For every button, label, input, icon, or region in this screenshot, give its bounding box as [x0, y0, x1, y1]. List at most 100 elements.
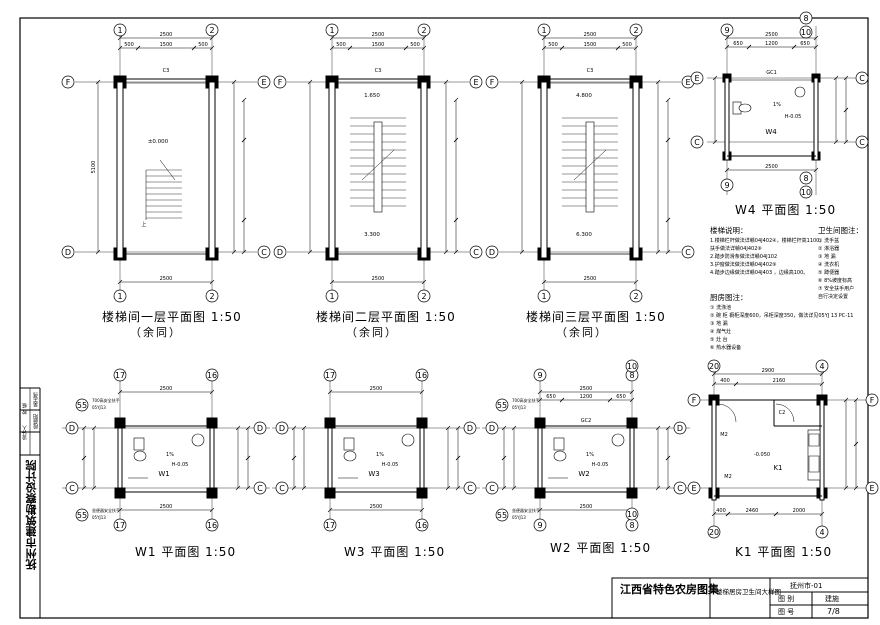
axis-bubble: [325, 23, 339, 37]
wc-note: ⑥ 8%坡度标高: [818, 278, 853, 284]
axis-bubble: [815, 525, 829, 539]
dimension-tick: [241, 217, 247, 223]
wc-note: 自行决定设置: [818, 294, 849, 300]
wc-note: ④ 洗衣机: [818, 262, 840, 268]
level-text: H-0.05: [172, 462, 189, 468]
dimension-tick: [791, 44, 797, 50]
dimension-tick: [813, 35, 819, 41]
axis-label: 9: [724, 181, 729, 190]
dimension-tick: [421, 279, 427, 285]
axis-label: D: [467, 424, 473, 433]
dimension-text: 2500: [765, 32, 778, 38]
stove: [808, 455, 820, 473]
dimension-tick: [773, 511, 779, 517]
axis-label: D: [69, 424, 75, 433]
axis-bubble: [463, 481, 477, 495]
dimension-text: 500: [548, 42, 558, 48]
dimension-tick: [445, 425, 451, 431]
ref-label: 55: [77, 511, 87, 520]
window-label: C3: [587, 68, 594, 74]
dimension-tick: [421, 45, 427, 51]
dimension-tick: [117, 45, 123, 51]
dimension-tick: [833, 139, 839, 145]
axis-bubble: [257, 245, 271, 259]
window-label: GC2: [581, 418, 592, 424]
kitchen-note: ① 洗涤池: [710, 305, 732, 311]
dimension-text: 1200: [580, 394, 593, 400]
dimension-tick: [403, 45, 409, 51]
dimension-text: 650: [733, 41, 743, 47]
kitchen-note: ④ 煤气灶: [710, 329, 732, 335]
axis-bubble: [537, 289, 551, 303]
axis-label: F: [490, 78, 495, 87]
axis-label: 17: [325, 371, 335, 380]
dimension-tick: [711, 371, 717, 377]
dimension-tick: [245, 485, 251, 491]
dimension-text: 500: [124, 42, 134, 48]
k1-title: K1 平面图 1:50: [735, 545, 833, 559]
axis-label: F: [66, 78, 71, 87]
axis-bubble: [257, 75, 271, 89]
drawing-name: 楼梯居房卫生间大样图: [716, 588, 781, 596]
dimension-tick: [665, 97, 671, 103]
axis-bubble: [65, 481, 79, 495]
axis-label: 8: [803, 14, 808, 23]
dimension-text: 400: [716, 508, 726, 514]
dimension-tick: [329, 45, 335, 51]
wc-note: ⑤ 蹲便器: [818, 270, 840, 276]
axis-label: 10: [801, 188, 811, 197]
wall: [813, 77, 819, 161]
dimension-text: 2500: [370, 386, 383, 392]
dimension-text: 1500: [160, 42, 173, 48]
axis-label: C: [257, 484, 263, 493]
axis-bubble: [625, 507, 639, 521]
axis-label: C: [685, 248, 691, 257]
stair-note: 扶手做法详赣04J402⑧: [710, 246, 762, 252]
dimension-text: 2500: [580, 386, 593, 392]
dimension-tick: [231, 249, 237, 255]
column: [206, 487, 218, 499]
dimension-text: 2160: [773, 378, 786, 384]
dimension-tick: [291, 485, 297, 491]
dimension-tick: [853, 485, 859, 491]
axis-bubble: [707, 525, 721, 539]
number-label: 图 号: [778, 608, 795, 616]
dimension-text: 2500: [160, 504, 173, 510]
dimension-tick: [91, 485, 97, 491]
dimension-tick: [724, 35, 730, 41]
handrail: [585, 121, 595, 213]
dimension-text: 400: [720, 378, 730, 384]
toilet-bowl: [738, 103, 752, 113]
dimension-tick: [291, 425, 297, 431]
dimension-text: 500: [198, 42, 208, 48]
axis-bubble: [469, 75, 483, 89]
level-text: 1.650: [364, 93, 380, 99]
axis-label: 20: [709, 528, 719, 537]
dimension-tick: [711, 381, 717, 387]
stair2-sub: （余同）: [346, 326, 398, 339]
dimension-tick: [511, 425, 517, 431]
dimension-tick: [421, 35, 427, 41]
axis-label: 10: [627, 510, 637, 519]
sink: [808, 433, 820, 447]
axis-bubble: [417, 23, 431, 37]
break-line: [361, 149, 395, 181]
dimension-tick: [135, 45, 141, 51]
dimension-tick: [724, 44, 730, 50]
toilet-bowl: [133, 450, 147, 462]
dimension-tick: [453, 249, 459, 255]
dimension-tick: [327, 389, 333, 395]
dimension-tick: [615, 45, 621, 51]
axis-label: E: [473, 78, 478, 87]
dimension-tick: [746, 44, 752, 50]
wall: [209, 427, 215, 489]
axis-label: 4: [819, 362, 824, 371]
dimension-text: 2460: [746, 508, 759, 514]
axis-bubble: [205, 289, 219, 303]
wall: [819, 399, 825, 501]
dimension-tick: [853, 397, 859, 403]
ref-label: 55: [497, 401, 507, 410]
wall: [116, 81, 124, 259]
dimension-tick: [833, 75, 839, 81]
dimension-tick: [329, 279, 335, 285]
